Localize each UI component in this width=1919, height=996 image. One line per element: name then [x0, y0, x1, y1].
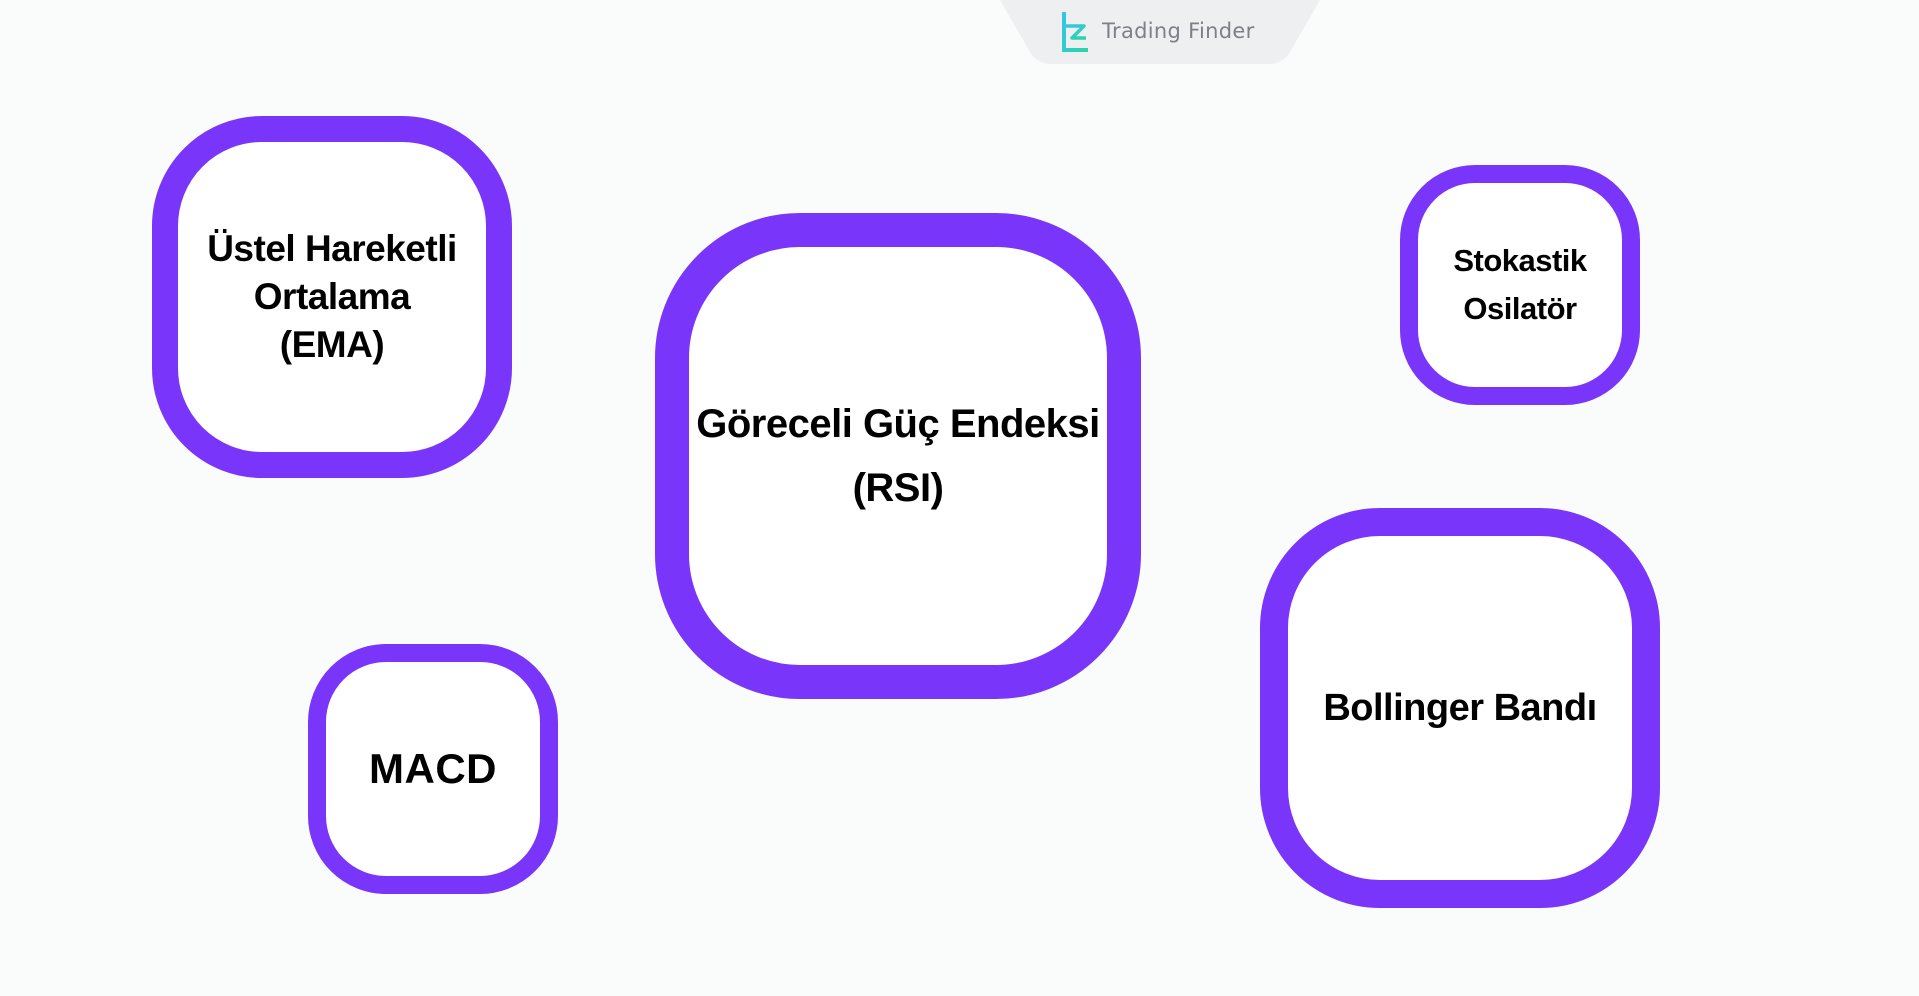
brand-header: Trading Finder — [1000, 0, 1320, 66]
node-rsi-label: Göreceli Güç Endeksi (RSI) — [696, 402, 1100, 510]
node-bollinger-label: Bollinger Bandı — [1323, 687, 1597, 729]
node-ema: Üstel Hareketli Ortalama (EMA) — [152, 116, 512, 478]
node-macd: MACD — [308, 644, 558, 894]
node-bollinger: Bollinger Bandı — [1260, 508, 1660, 908]
trading-finder-logo-icon — [1062, 12, 1088, 52]
node-stochastic: Stokastik Osilatör — [1400, 165, 1640, 405]
node-ema-label: Üstel Hareketli Ortalama (EMA) — [207, 228, 457, 365]
node-macd-label: MACD — [369, 745, 497, 792]
node-rsi: Göreceli Güç Endeksi (RSI) — [655, 213, 1141, 699]
brand-name: Trading Finder — [1102, 19, 1255, 43]
node-stochastic-label: Stokastik Osilatör — [1453, 243, 1587, 326]
